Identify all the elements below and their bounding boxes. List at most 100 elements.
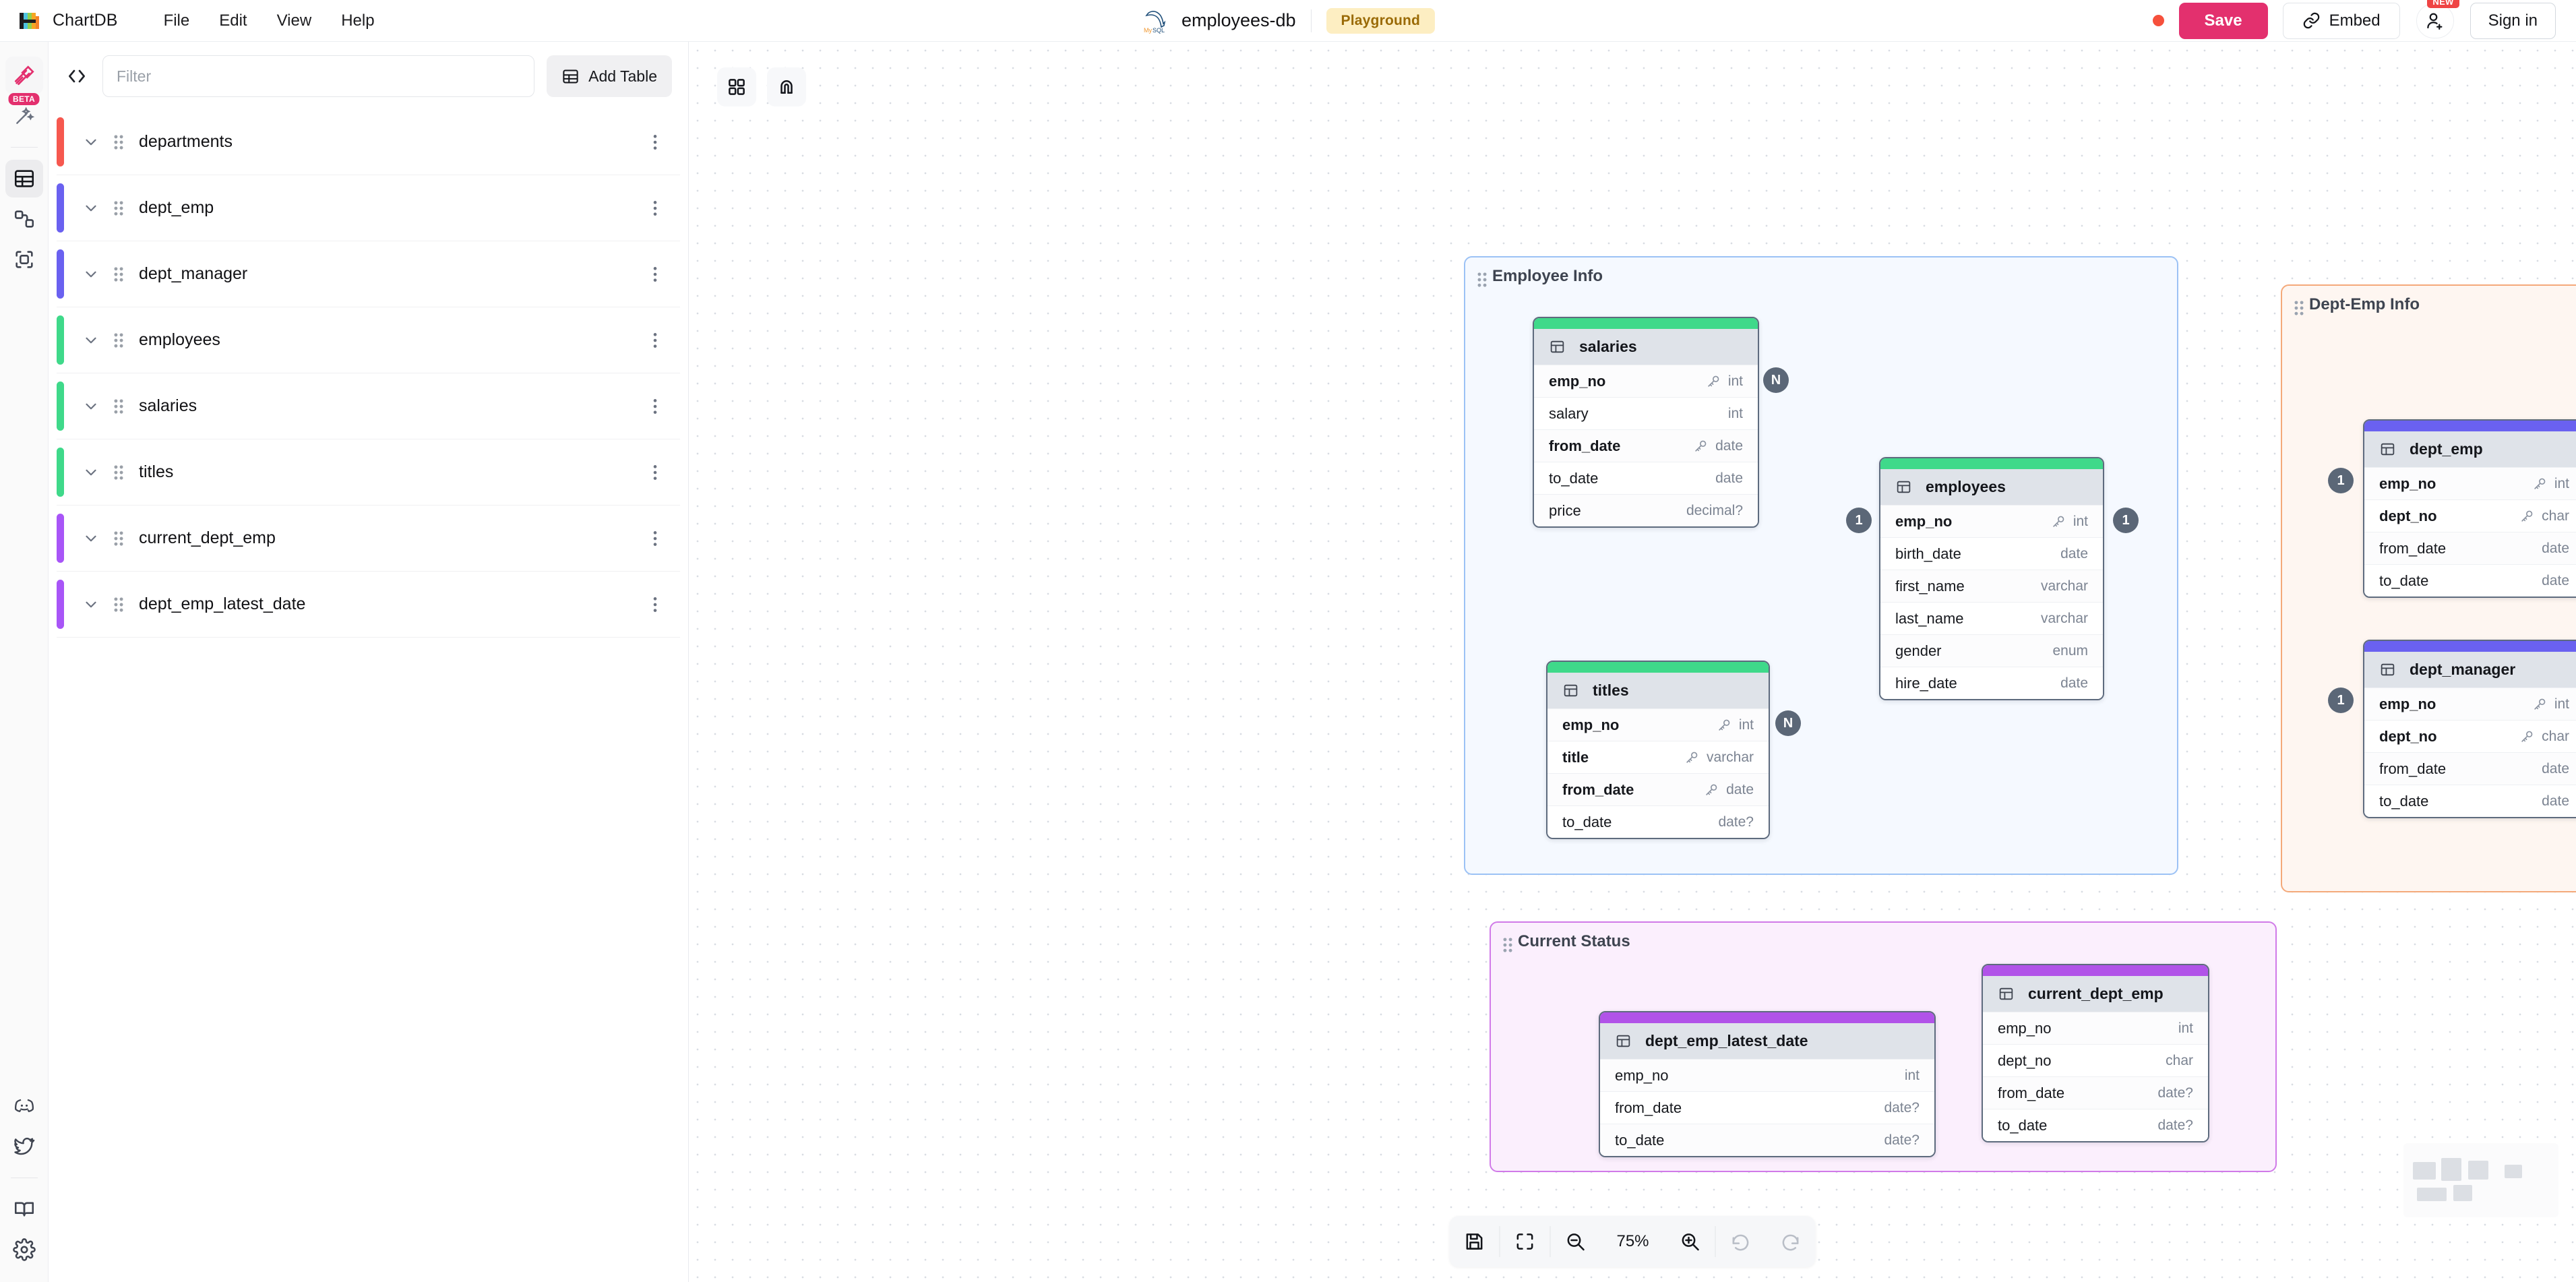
drag-handle-icon[interactable] [105, 133, 132, 151]
expand-toggle-icon[interactable] [77, 596, 105, 613]
row-menu-button[interactable] [648, 596, 663, 613]
row-menu-button[interactable] [648, 464, 663, 481]
row-menu-button[interactable] [648, 266, 663, 283]
area-drag-handle[interactable] [2292, 299, 2306, 320]
twitter-icon[interactable] [5, 1128, 43, 1165]
list-item[interactable]: employees [57, 307, 680, 373]
row-menu-button[interactable] [648, 398, 663, 415]
filter-input[interactable] [102, 55, 535, 97]
undo-icon[interactable] [1716, 1216, 1766, 1267]
list-item[interactable]: current_dept_emp [57, 506, 680, 572]
list-item[interactable]: dept_manager [57, 241, 680, 307]
diagrams-icon[interactable] [5, 57, 43, 94]
sign-in-button[interactable]: Sign in [2470, 2, 2556, 39]
menu-file[interactable]: File [163, 11, 190, 30]
drag-handle-icon[interactable] [105, 398, 132, 415]
expand-toggle-icon[interactable] [77, 200, 105, 217]
add-table-button[interactable]: Add Table [547, 55, 672, 97]
row-menu-button[interactable] [648, 200, 663, 217]
drag-handle-icon[interactable] [105, 266, 132, 283]
expand-toggle-icon[interactable] [77, 332, 105, 349]
menu-edit[interactable]: Edit [219, 11, 247, 30]
list-item[interactable]: dept_emp_latest_date [57, 572, 680, 638]
table-node-header[interactable]: titles [1547, 673, 1769, 708]
expand-toggle-icon[interactable] [77, 266, 105, 283]
drag-handle-icon[interactable] [105, 200, 132, 217]
save-button[interactable]: Save [2178, 2, 2268, 39]
row-menu-button[interactable] [648, 332, 663, 349]
area-drag-handle[interactable] [1500, 936, 1515, 957]
grid-icon[interactable] [717, 67, 756, 106]
list-item[interactable]: dept_emp [57, 175, 680, 241]
table-node-header[interactable]: salaries [1534, 329, 1758, 365]
expand-toggle-icon[interactable] [77, 464, 105, 481]
list-item[interactable]: departments [57, 109, 680, 175]
areas-icon[interactable] [5, 241, 43, 278]
drag-handle-icon[interactable] [105, 332, 132, 349]
list-item[interactable]: salaries [57, 373, 680, 439]
drag-handle-icon[interactable] [105, 464, 132, 481]
discord-icon[interactable] [5, 1087, 43, 1125]
table-node-header[interactable]: current_dept_emp [1983, 976, 2208, 1012]
save-icon[interactable] [1450, 1216, 1500, 1267]
menu-view[interactable]: View [276, 11, 312, 30]
redo-icon[interactable] [1766, 1216, 1816, 1267]
add-account-button[interactable] [2416, 3, 2454, 38]
row-menu-button[interactable] [648, 133, 663, 151]
diagram-name[interactable]: employees-db [1181, 10, 1296, 30]
magic-wand-icon[interactable]: BETA [5, 93, 43, 135]
drag-handle-icon[interactable] [105, 596, 132, 613]
tables-icon[interactable] [5, 160, 43, 197]
settings-icon[interactable] [5, 1231, 43, 1269]
drag-handle-icon[interactable] [105, 530, 132, 547]
relationships-icon[interactable] [5, 200, 43, 238]
collapse-sidebar-icon[interactable] [63, 63, 90, 90]
minimap[interactable] [2403, 1143, 2558, 1217]
table-node-header[interactable]: dept_manager [2364, 652, 2576, 688]
expand-toggle-icon[interactable] [77, 133, 105, 151]
zoom-in-icon[interactable] [1665, 1216, 1715, 1267]
zoom-level[interactable]: 75% [1616, 1232, 1649, 1250]
docs-icon[interactable] [5, 1190, 43, 1228]
area-drag-handle[interactable] [1475, 271, 1490, 292]
magnet-icon[interactable] [767, 67, 806, 106]
table-node-header[interactable]: dept_emp [2364, 431, 2576, 467]
expand-toggle-icon[interactable] [77, 530, 105, 547]
zoom-out-icon[interactable] [1551, 1216, 1601, 1267]
